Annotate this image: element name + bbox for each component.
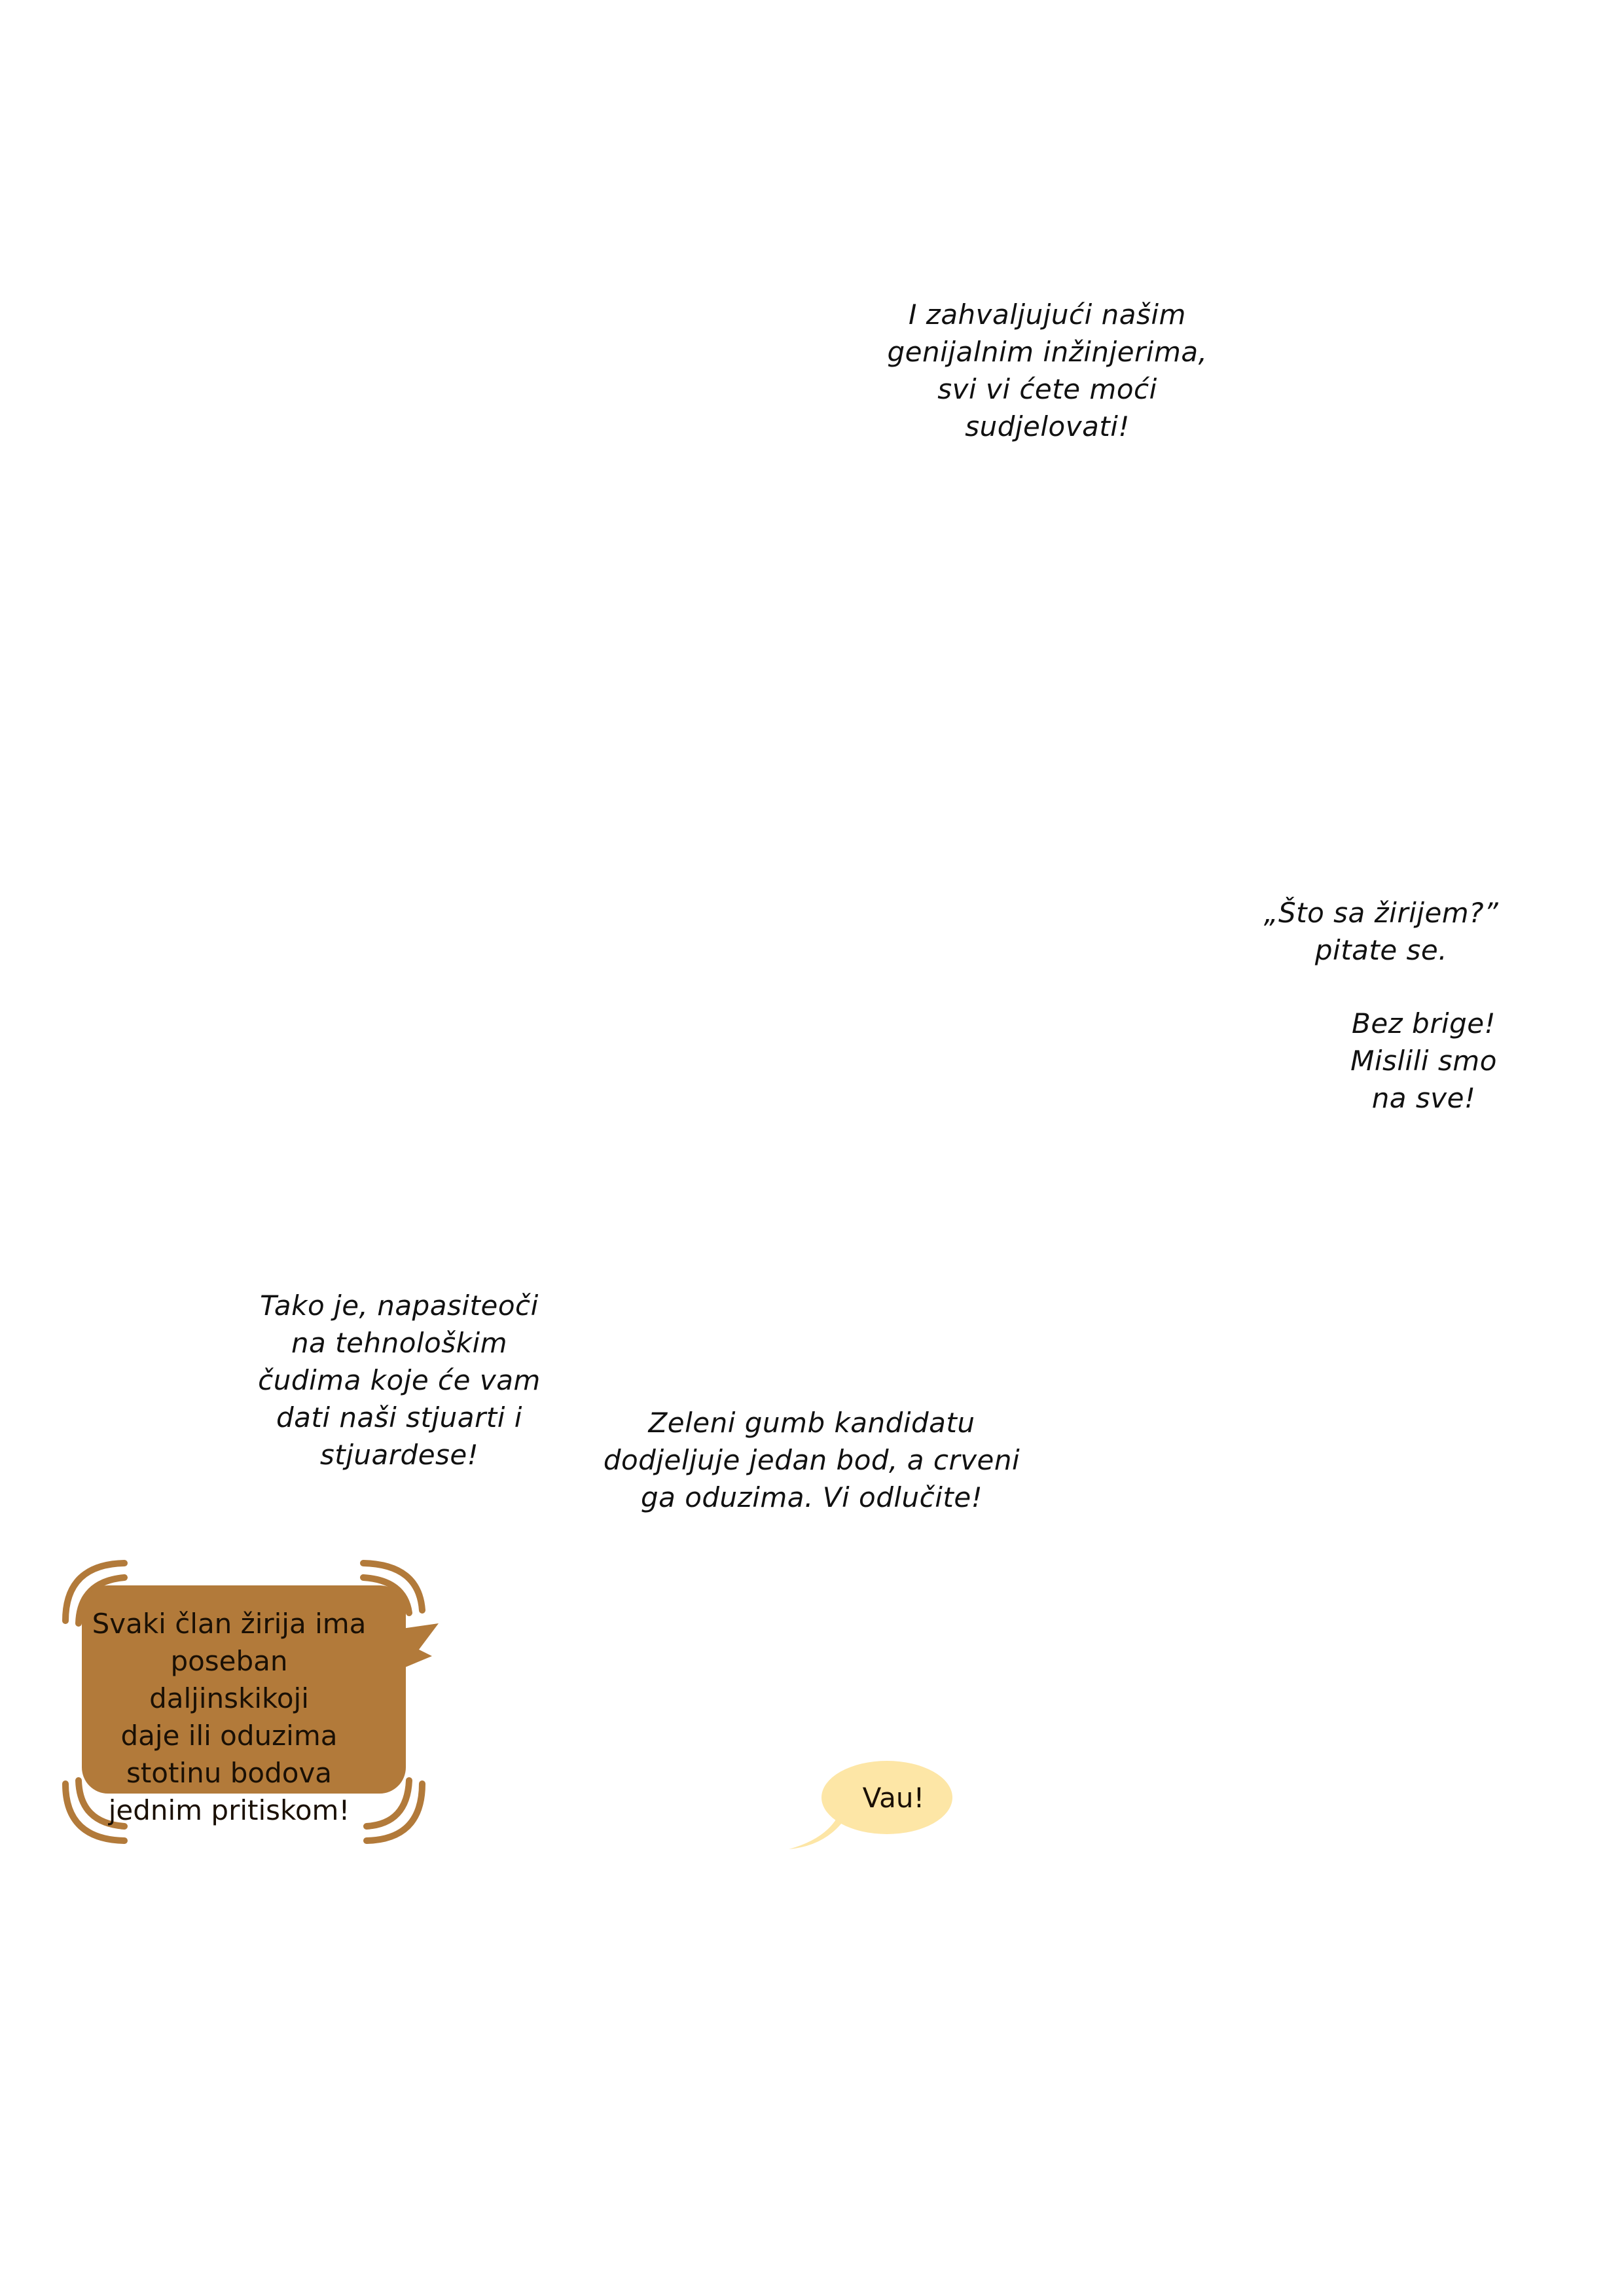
speech-bubble-text: Vau! (862, 1782, 925, 1814)
speech-bubble-vau: Vau! (785, 1754, 956, 1859)
vibration-lines-icon (62, 1560, 425, 1844)
speech-bubble-tail (789, 1816, 844, 1849)
caption-buttons: Zeleni gumb kandidatu dodjeljuje jedan b… (603, 1407, 1020, 1513)
speech-bubble-shape (789, 1761, 952, 1849)
remote-box-shape (62, 1560, 439, 1844)
caption-jury-question: „Što sa žirijem?” pitate se. (1263, 897, 1499, 966)
remote-announcement-box: Svaki član žirija ima poseban daljinskik… (52, 1558, 445, 1846)
caption-engineers: I zahvaljujući našim genijalnim inžinjer… (887, 298, 1208, 442)
box-background (82, 1585, 406, 1794)
speech-bubble-body (821, 1761, 952, 1834)
remote-box-text: Svaki član žirija ima poseban daljinskik… (92, 1608, 367, 1826)
caption-stewards: Tako je, napasiteoči na tehnološkim čudi… (258, 1290, 541, 1471)
caption-no-worry: Bez brige! Mislili smo na sve! (1350, 1007, 1497, 1114)
